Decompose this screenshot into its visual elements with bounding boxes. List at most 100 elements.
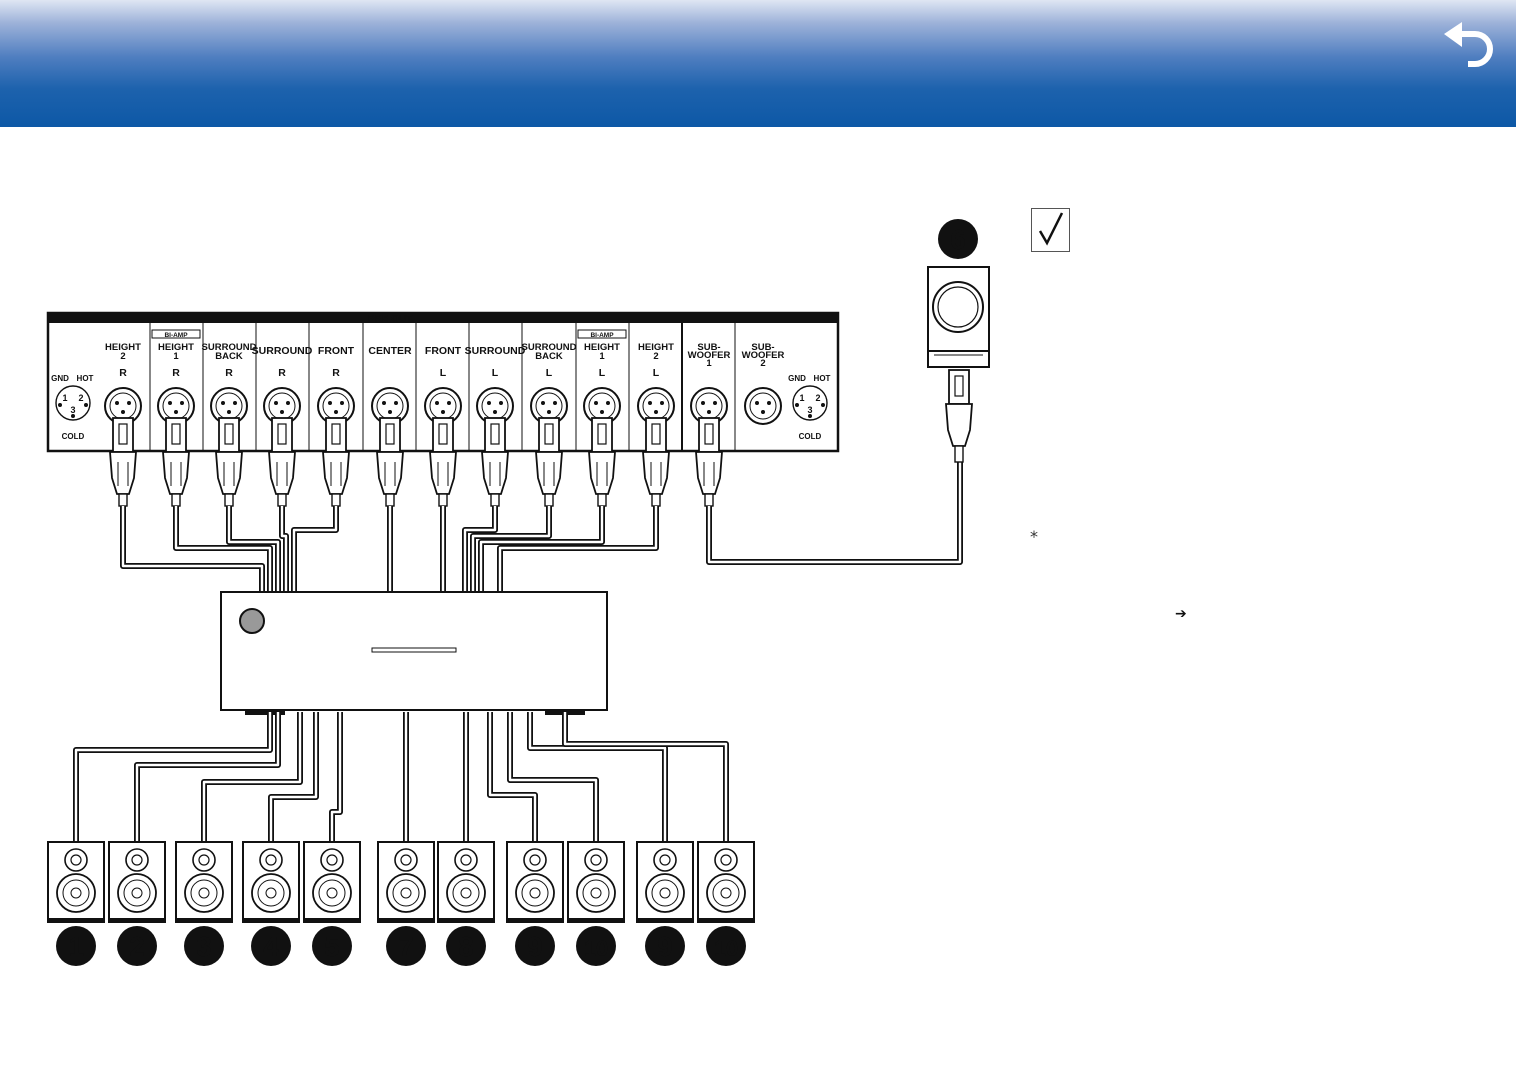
- xlr-plug: [268, 417, 296, 507]
- pinout-left: GND HOT COLD 1 23: [51, 374, 93, 441]
- cable-ch-8: [462, 506, 498, 592]
- speaker-4: [242, 841, 300, 923]
- speaker-2: [108, 841, 166, 923]
- xlr-plug: [642, 417, 670, 507]
- cable-ch-3: [226, 506, 281, 592]
- cable-speaker-9: [507, 712, 599, 842]
- channel-label: BACK: [535, 351, 563, 362]
- cable-ch-4: [279, 506, 289, 592]
- cable-ch-9: [470, 506, 552, 592]
- speaker-5: [303, 841, 361, 923]
- channel-side-label: L: [546, 367, 553, 379]
- cable-speaker-2: [134, 712, 281, 842]
- channel-side-label: R: [278, 367, 286, 379]
- speaker-number-badge: 10: [576, 926, 616, 966]
- speaker-number-badge: 5: [312, 926, 352, 966]
- xlr-plug: [429, 417, 457, 507]
- cable-ch-5: [291, 506, 339, 592]
- channel-label: HEIGHT: [105, 342, 141, 353]
- subwoofer: 6: [927, 219, 990, 368]
- channel-label: HEIGHT: [638, 342, 674, 353]
- pin-hot-label: HOT: [77, 374, 94, 383]
- power-amplifier: [220, 591, 608, 715]
- channel-side-label: R: [119, 367, 127, 379]
- xlr-plug: [109, 417, 137, 507]
- speaker-number: 9: [527, 931, 543, 962]
- speaker-number: 7: [398, 931, 414, 962]
- channel-label: BACK: [215, 351, 243, 362]
- speaker-11: [697, 841, 755, 923]
- subwoofer-number-badge: [938, 219, 978, 259]
- xlr-plug: [481, 417, 509, 507]
- channel-label: 1: [706, 358, 712, 369]
- footnote-asterisk: *: [1030, 527, 1038, 546]
- channel-label: SURROUND: [202, 342, 257, 353]
- cable-ch-11: [497, 506, 659, 592]
- cable-speaker-4: [268, 712, 319, 842]
- channel-6: CENTER: [368, 345, 412, 425]
- speaker-9: [567, 841, 625, 923]
- cable-speaker-10: [527, 712, 668, 842]
- speaker-number-badge: 3: [184, 926, 224, 966]
- pin-gnd-label: GND: [51, 374, 69, 383]
- return-arrow-icon: [1444, 22, 1493, 67]
- channel-label: 1: [599, 351, 605, 362]
- pin-hot-label: HOT: [814, 374, 831, 383]
- speaker-number-badge: 8: [446, 926, 486, 966]
- speaker-number: 2: [129, 931, 145, 962]
- channel-label: FRONT: [425, 345, 462, 357]
- speaker-number-badge: 4: [251, 926, 291, 966]
- speaker-number-badge: 1: [56, 926, 96, 966]
- channel-label: 2: [653, 351, 658, 362]
- speaker-number-badge: 10: [706, 926, 746, 966]
- back-button[interactable]: [1440, 20, 1498, 68]
- speaker-number-badge: 9: [645, 926, 685, 966]
- channel-side-label: R: [172, 367, 180, 379]
- xlr-plug: [535, 417, 563, 507]
- pin-3-label: 3: [807, 405, 812, 415]
- xlr-plug: [322, 417, 350, 507]
- pin-1-label: 1: [62, 393, 67, 403]
- channel-label: CENTER: [368, 345, 412, 357]
- pin-gnd-label: GND: [788, 374, 806, 383]
- speaker-number: 10: [584, 936, 608, 961]
- biamp-label: BI-AMP: [590, 332, 614, 339]
- subwoofer-plug: [945, 369, 973, 463]
- xlr-plug: [695, 417, 723, 507]
- channel-label: SURROUND: [252, 345, 313, 357]
- channel-label: SUB-: [751, 342, 774, 353]
- channel-label: 2: [120, 351, 125, 362]
- xlr-plug: [376, 417, 404, 507]
- speaker-number-badge: 2: [117, 926, 157, 966]
- speaker-number: 10: [714, 936, 738, 961]
- subwoofer-number: 6: [950, 224, 966, 255]
- channel-side-label: R: [225, 367, 233, 379]
- panel-title: PRE OUT: [368, 314, 412, 325]
- cable-subwoofer: [706, 462, 963, 565]
- cable-ch-1: [120, 506, 265, 592]
- speaker-10: [636, 841, 694, 923]
- xlr-plug: [588, 417, 616, 507]
- pin-3-label: 3: [70, 405, 75, 415]
- channel-label: SURROUND: [465, 345, 526, 357]
- cable-speaker-3: [201, 712, 303, 842]
- xlr-plug: [215, 417, 243, 507]
- pin-cold-label: COLD: [62, 432, 85, 441]
- speaker-6: [377, 841, 435, 923]
- reference-arrow-icon[interactable]: ➔: [1175, 606, 1187, 622]
- pin-2-label: 2: [815, 393, 820, 403]
- pin-cold-label: COLD: [799, 432, 822, 441]
- speaker-number: 1: [68, 931, 84, 962]
- cable-ch-2: [173, 506, 273, 592]
- pin-2-label: 2: [78, 393, 83, 403]
- cable-speaker-1: [73, 712, 273, 842]
- speaker-number: 4: [263, 931, 279, 962]
